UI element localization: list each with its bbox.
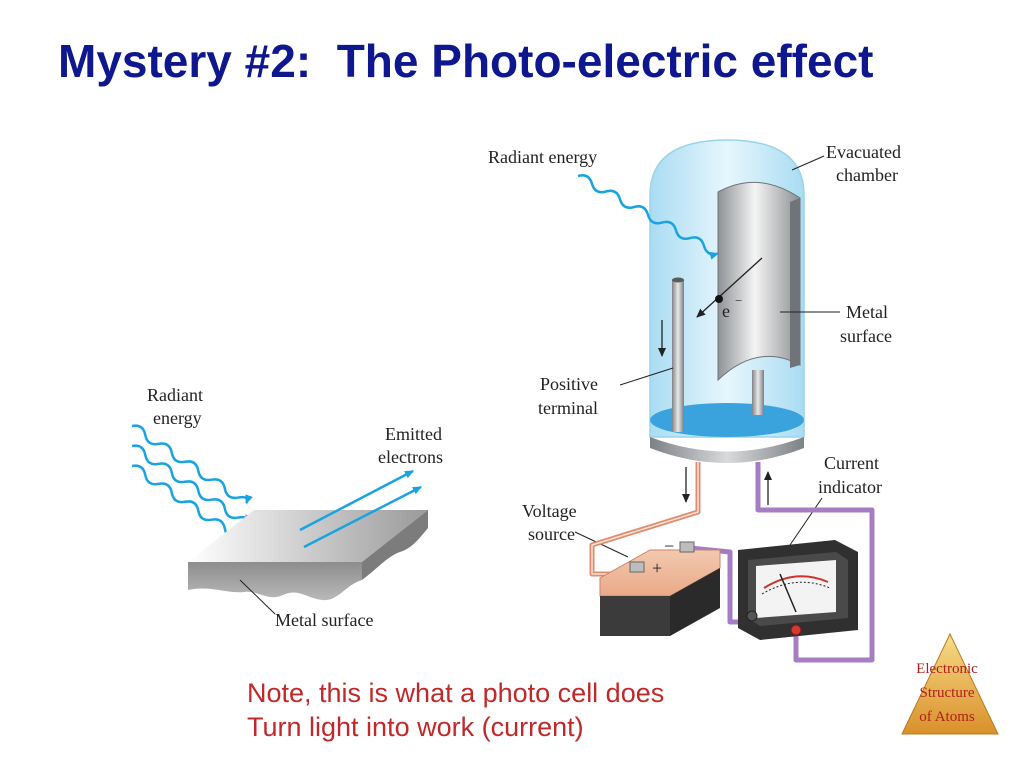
curved-metal-surface — [717, 181, 801, 382]
metal-slab-front — [188, 562, 362, 601]
emitted-label-2: electrons — [378, 447, 443, 467]
evacuated-leader — [791, 155, 825, 171]
emitted-electron-arrows — [299, 469, 422, 549]
meter-terminal-red — [790, 624, 802, 636]
battery-terminal-minus — [679, 541, 695, 553]
right-diagram: Radiant energy e − Evacuated chamber Met… — [488, 139, 901, 663]
note-line-1: Note, this is what a photo cell does — [247, 678, 665, 708]
electron-charge: − — [735, 293, 742, 308]
electronic-structure-badge: Electronic Structure of Atoms — [901, 632, 999, 735]
left-diagram: Radiant energy Emitted electrons Metal s… — [131, 385, 443, 630]
chamber-base — [650, 437, 804, 463]
evacuated-label-1: Evacuated — [826, 142, 901, 162]
metal-support-rod — [752, 370, 764, 415]
wave-1 — [131, 424, 253, 505]
note-line-2: Turn light into work (current) — [247, 712, 584, 742]
metal-slab-top — [188, 510, 428, 562]
metal-surface-label-2: surface — [840, 326, 892, 346]
right-radiant-label: Radiant energy — [488, 147, 597, 167]
positive-terminal-rod — [672, 280, 684, 432]
meter-face — [756, 560, 836, 618]
battery-side — [670, 568, 720, 636]
battery: + − — [599, 536, 721, 636]
meter-terminal-black — [746, 610, 758, 622]
metal-slab-side — [362, 510, 428, 580]
slide-title: Mystery #2: The Photo-electric effect — [58, 35, 874, 87]
positive-label-2: terminal — [538, 398, 598, 418]
electron-path-arrow — [696, 257, 763, 318]
current-label-1: Current — [824, 453, 879, 473]
electron-symbol: e — [722, 301, 730, 321]
badge-line-3: of Atoms — [919, 709, 975, 725]
radiant-waves — [131, 424, 253, 545]
electron-dot — [715, 295, 723, 303]
meter-scale-arc — [763, 575, 829, 589]
current-meter — [738, 540, 858, 640]
badge-line-2: Structure — [920, 685, 975, 701]
right-radiant-wave — [577, 174, 719, 260]
chamber-floor — [650, 403, 804, 437]
evacuated-label-2: chamber — [836, 165, 898, 185]
metal-surface-label-1: Metal — [846, 302, 888, 322]
note-text: Note, this is what a photo cell does Tur… — [247, 676, 664, 744]
voltage-label-2: source — [528, 524, 575, 544]
electron-arrow-2 — [303, 485, 422, 549]
electron-arrow-1 — [299, 469, 414, 532]
voltage-label-1: Voltage — [522, 501, 577, 521]
badge-line-1: Electronic — [916, 661, 978, 677]
current-label-2: indicator — [818, 477, 882, 497]
wire-purple-right — [755, 462, 875, 663]
battery-plus-sign: + — [652, 558, 662, 578]
emitted-label-1: Emitted — [385, 424, 442, 444]
current-leader — [789, 497, 823, 546]
metal-surface-edge — [790, 198, 800, 368]
battery-minus-sign: − — [664, 536, 674, 556]
left-radiant-label-2: energy — [153, 408, 202, 428]
meter-scale-ticks — [761, 581, 831, 595]
badge-triangle — [901, 632, 999, 735]
positive-label-1: Positive — [540, 374, 598, 394]
metal-surface-leader — [239, 579, 276, 615]
wave-2 — [131, 444, 253, 525]
left-metal-surface-label: Metal surface — [275, 610, 373, 630]
left-radiant-label-1: Radiant — [147, 385, 203, 405]
battery-front — [600, 596, 670, 636]
positive-leader — [619, 367, 674, 386]
battery-terminal-plus — [629, 561, 645, 573]
terminal-rod-top — [672, 277, 684, 283]
meter-needle — [779, 573, 797, 613]
